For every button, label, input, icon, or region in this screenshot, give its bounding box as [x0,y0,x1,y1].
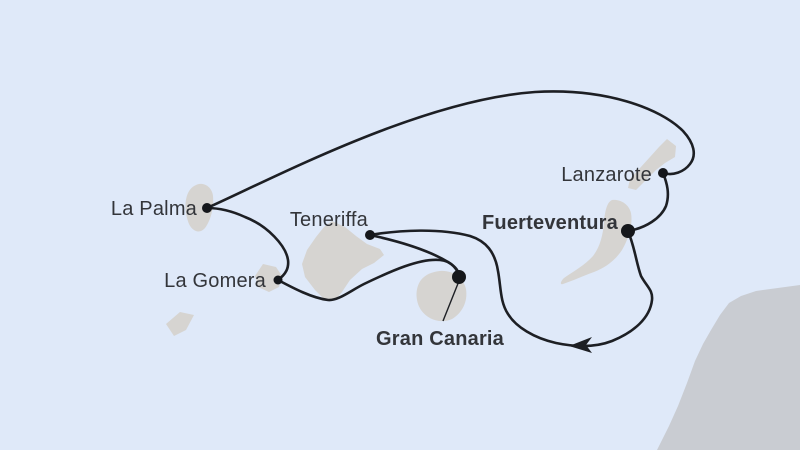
route-leg-la-palma-lanzarote [205,90,696,210]
gran-canaria-leader-line [442,280,460,322]
port-dot-la-palma [202,203,212,213]
port-label-lanzarote: Lanzarote [561,164,652,186]
island-fuerteventura [560,199,632,285]
island-gran-canaria [416,270,467,322]
port-label-la-palma: La Palma [111,198,198,220]
africa-mainland [657,285,800,450]
port-dot-la-gomera [273,275,283,285]
port-label-teneriffa: Teneriffa [290,209,369,231]
route-leg-fuerteventura-teneriffa [368,229,654,348]
port-dot-fuerteventura [621,224,635,238]
port-dot-teneriffa [365,230,375,240]
port-label-fuerteventura: Fuerteventura [482,212,619,234]
island-la-gomera [255,264,282,292]
route-leg-lanzarote-fuerteventura [626,171,670,233]
direction-arrow-icon [569,337,592,353]
port-label-la-gomera: La Gomera [164,270,267,292]
port-dot-gran-canaria [452,270,466,284]
island-tenerife [302,221,384,301]
route-leg-la-gomera-la-palma [205,206,290,282]
port-dot-lanzarote [658,168,668,178]
route-leg-teneriffa-gran-canaria [368,233,461,279]
route-leg-gran-canaria-la-gomera [276,258,461,302]
port-label-gran-canaria: Gran Canaria [376,328,505,350]
island-el-hierro [166,312,194,336]
island-la-palma [185,183,214,232]
island-lanzarote [628,139,676,190]
